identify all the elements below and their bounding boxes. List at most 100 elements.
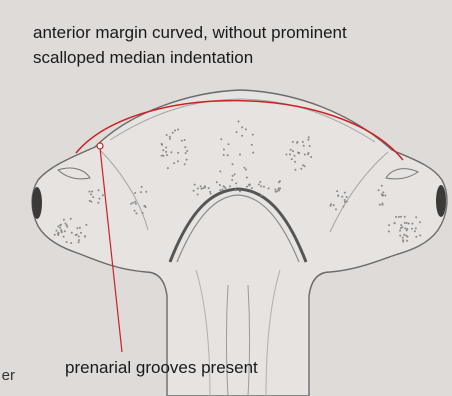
pore-dot	[251, 144, 253, 146]
pore-dot	[185, 152, 187, 154]
pore-dot	[58, 232, 60, 234]
pore-dot	[216, 181, 218, 183]
pore-dot	[236, 131, 238, 133]
pore-dot	[77, 227, 79, 229]
pore-dot	[169, 136, 171, 138]
annotation-top-line2: scalloped median indentation	[33, 45, 433, 70]
pore-dot	[384, 195, 386, 197]
annotation-top: anterior margin curved, without prominen…	[33, 20, 433, 70]
pore-dot	[402, 237, 404, 239]
pore-dot	[294, 169, 296, 171]
pore-dot	[292, 141, 294, 143]
pore-dot	[227, 154, 229, 156]
pore-dot	[260, 185, 262, 187]
pore-dot	[134, 201, 136, 203]
pore-dot	[308, 152, 310, 154]
pore-dot	[60, 224, 62, 226]
pore-dot	[134, 192, 136, 194]
pore-dot	[263, 186, 265, 188]
pore-dot	[142, 212, 144, 214]
pore-dot	[163, 155, 165, 157]
pore-dot	[310, 156, 312, 158]
pore-dot	[186, 159, 188, 161]
pore-dot	[220, 138, 222, 140]
pore-dot	[400, 224, 402, 226]
pore-dot	[252, 152, 254, 154]
pore-dot	[161, 155, 163, 157]
pore-dot	[342, 206, 344, 208]
pore-dot	[172, 132, 174, 134]
pore-dot	[307, 139, 309, 141]
pore-dot	[400, 216, 402, 218]
pore-dot	[300, 168, 302, 170]
pore-dot	[235, 182, 237, 184]
pore-dot	[169, 138, 171, 140]
pore-dot	[130, 203, 132, 205]
pore-dot	[404, 216, 406, 218]
pore-dot	[414, 230, 416, 232]
pore-dot	[223, 154, 225, 156]
pore-dot	[292, 150, 294, 152]
pore-dot	[336, 190, 338, 192]
pore-dot	[403, 234, 405, 236]
pore-dot	[405, 235, 407, 237]
pore-dot	[193, 190, 195, 192]
pore-dot	[84, 236, 86, 238]
pore-dot	[238, 121, 240, 123]
pore-dot	[252, 134, 254, 136]
pore-dot	[57, 225, 59, 227]
pore-dot	[54, 234, 56, 236]
pore-dot	[92, 196, 94, 198]
pore-dot	[415, 227, 417, 229]
pore-dot	[184, 163, 186, 165]
pore-dot	[402, 241, 404, 243]
pore-dot	[197, 188, 199, 190]
pore-dot	[309, 145, 311, 147]
pore-dot	[239, 154, 241, 156]
pore-dot	[166, 154, 168, 156]
pore-dot	[184, 146, 186, 148]
pore-dot	[197, 194, 199, 196]
pore-dot	[78, 241, 80, 243]
pore-dot	[415, 216, 417, 218]
pore-dot	[56, 230, 58, 232]
pore-dot	[346, 196, 348, 198]
pore-dot	[70, 218, 72, 220]
pore-dot	[63, 236, 65, 238]
pore-dot	[291, 158, 293, 160]
pore-dot	[136, 212, 138, 214]
pore-dot	[209, 191, 211, 193]
groove-marker	[97, 143, 103, 149]
annotation-top-line1: anterior margin curved, without prominen…	[33, 20, 433, 45]
pore-dot	[248, 184, 250, 186]
pore-dot	[145, 206, 147, 208]
pore-dot	[223, 149, 225, 151]
pore-dot	[184, 139, 186, 141]
pore-dot	[330, 205, 332, 207]
pore-dot	[201, 188, 203, 190]
pore-dot	[167, 167, 169, 169]
pore-dot	[294, 155, 296, 157]
pore-dot	[89, 191, 91, 193]
pore-dot	[344, 192, 346, 194]
pore-dot	[388, 231, 390, 233]
pore-dot	[261, 194, 263, 196]
pore-dot	[243, 167, 245, 169]
pore-dot	[381, 203, 383, 205]
pore-dot	[278, 190, 280, 192]
pore-dot	[79, 227, 81, 229]
pore-dot	[398, 216, 400, 218]
pore-dot	[228, 143, 230, 145]
pore-dot	[394, 222, 396, 224]
pore-dot	[294, 161, 296, 163]
pore-dot	[181, 140, 183, 142]
pore-dot	[258, 183, 260, 185]
pore-dot	[406, 228, 408, 230]
pore-dot	[379, 204, 381, 206]
pore-dot	[177, 160, 179, 162]
pore-dot	[174, 130, 176, 132]
pore-dot	[219, 189, 221, 191]
pore-dot	[78, 235, 80, 237]
pore-dot	[145, 191, 147, 193]
pore-dot	[308, 136, 310, 138]
